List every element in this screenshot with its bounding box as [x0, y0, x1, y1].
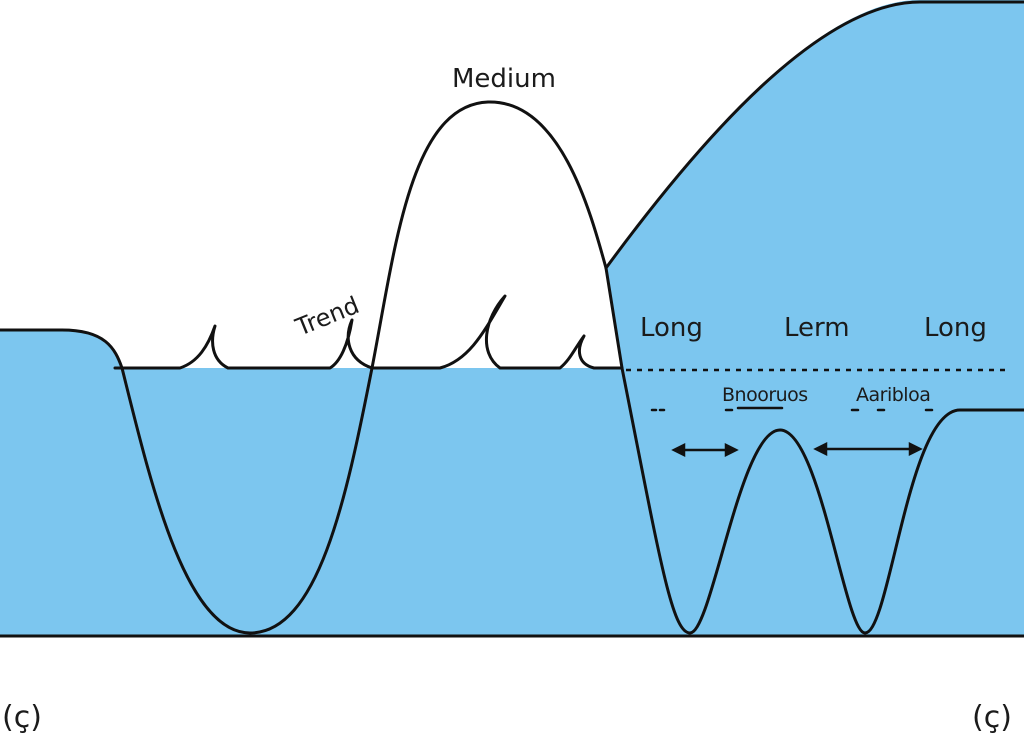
- water-right-mass: [606, 0, 1024, 636]
- left-arrow-head-right: [724, 442, 739, 458]
- dash-marks: [650, 406, 934, 412]
- water-left-top: [0, 330, 122, 368]
- right-troughs-outline: [620, 366, 1024, 635]
- surface-line-left: [113, 318, 374, 370]
- surface-line-right: [370, 294, 624, 370]
- left-basin-outline: [0, 328, 374, 635]
- corner-label-right: (ç): [972, 700, 1012, 735]
- label-long-left: Long: [640, 313, 703, 343]
- label-garbled-right: Aaribloa: [856, 384, 930, 406]
- right-arrow-head-right: [908, 441, 923, 457]
- label-long-right: Long: [924, 313, 987, 343]
- right-slope-outline: [604, 0, 1024, 270]
- corner-label-left: (ç): [2, 700, 42, 735]
- label-garbled-left: Bnooruos: [722, 384, 808, 406]
- left-arrow-head-left: [671, 442, 686, 458]
- medium-bell-fill: [372, 101, 622, 369]
- water-main: [0, 368, 622, 636]
- right-arrow-head-left: [813, 441, 828, 457]
- surface-waves-fill: [115, 322, 372, 368]
- label-trend: Trend: [291, 291, 363, 342]
- label-medium: Medium: [452, 64, 556, 94]
- label-lerm: Lerm: [784, 313, 850, 343]
- arrows: [671, 441, 923, 458]
- medium-bell-outline: [370, 100, 624, 370]
